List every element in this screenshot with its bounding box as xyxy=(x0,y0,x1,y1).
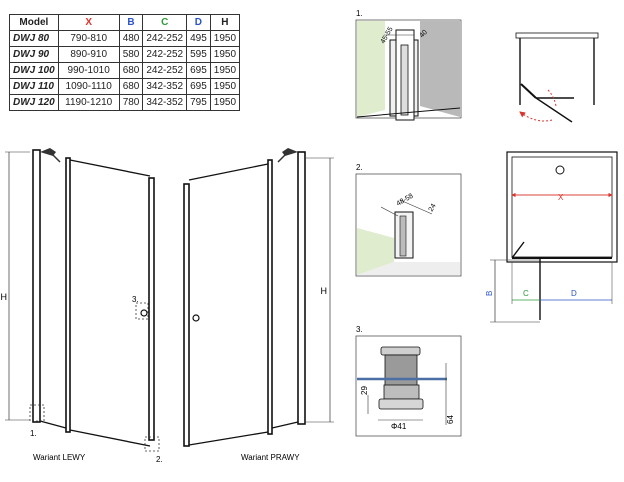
cell-b: 480 xyxy=(118,30,144,47)
cell-x: 790-810 xyxy=(57,30,120,47)
cell-h: 1950 xyxy=(209,62,241,79)
detail-3: 3. 29 Φ41 64 xyxy=(355,325,462,437)
cell-c: 342-352 xyxy=(142,78,188,95)
cell-model: DWJ 80 xyxy=(9,30,59,47)
table-row: DWJ 120 1190-1210 780 342-352 795 1950 xyxy=(9,94,241,111)
table-row: DWJ 80 790-810 480 242-252 495 1950 xyxy=(9,30,241,47)
cell-h: 1950 xyxy=(209,30,241,47)
detail-1-dim-b: 40 xyxy=(418,29,429,40)
top-view-small xyxy=(515,32,599,123)
header-b: B xyxy=(118,14,144,31)
front-view-right: H Wariant PRAWY xyxy=(183,148,334,462)
callout-box-2 xyxy=(144,436,160,452)
cell-c: 342-352 xyxy=(142,94,188,111)
detail-3-dim-v: 64 xyxy=(446,415,455,424)
header-model: Model xyxy=(9,14,59,31)
cell-h: 1950 xyxy=(209,94,241,111)
callout-box-1 xyxy=(29,404,45,422)
cell-x: 890-910 xyxy=(57,46,120,63)
cell-b: 780 xyxy=(118,94,144,111)
cell-model: DWJ 120 xyxy=(9,94,59,111)
cell-c: 242-252 xyxy=(142,30,188,47)
header-d: D xyxy=(186,14,211,31)
detail-1-number: 1. xyxy=(356,9,363,18)
cell-d: 595 xyxy=(186,46,211,63)
detail-1: 1. 45-55 40 xyxy=(355,9,462,121)
callout-box-3 xyxy=(135,302,149,320)
spec-table: Model X B C D H DWJ 80 790-810 480 242-2… xyxy=(9,14,241,111)
table-row: DWJ 90 890-910 580 242-252 595 1950 xyxy=(9,46,241,63)
plan-x-label: X xyxy=(558,193,564,202)
cell-c: 242-252 xyxy=(142,62,188,79)
detail-3-dim-d: Φ41 xyxy=(391,422,407,431)
plan-b-label: B xyxy=(485,291,494,296)
plan-view: X B C D xyxy=(485,151,618,323)
plan-d-label: D xyxy=(571,289,577,298)
cell-model: DWJ 90 xyxy=(9,46,59,63)
cell-x: 990-1010 xyxy=(57,62,120,79)
detail-3-number: 3. xyxy=(356,325,363,334)
cell-h: 1950 xyxy=(209,46,241,63)
height-label-left: H xyxy=(1,292,8,302)
height-label-right: H xyxy=(321,286,328,296)
cell-d: 695 xyxy=(186,62,211,79)
callout-label-2: 2. xyxy=(156,455,163,464)
header-h: H xyxy=(209,14,241,31)
front-view-left: H 1. 3. 2. Wariant LEWY xyxy=(1,148,163,464)
callout-label-3: 3. xyxy=(132,295,139,304)
cell-x: 1090-1110 xyxy=(57,78,120,95)
caption-right: Wariant PRAWY xyxy=(241,453,300,462)
cell-x: 1190-1210 xyxy=(57,94,120,111)
detail-2-number: 2. xyxy=(356,163,363,172)
header-c: C xyxy=(142,14,188,31)
detail-3-dim-h: 29 xyxy=(360,386,369,395)
cell-model: DWJ 100 xyxy=(9,62,59,79)
cell-b: 680 xyxy=(118,78,144,95)
cell-b: 680 xyxy=(118,62,144,79)
table-row: DWJ 110 1090-1110 680 342-352 695 1950 xyxy=(9,78,241,95)
callout-label-1: 1. xyxy=(30,429,37,438)
plan-c-label: C xyxy=(523,289,529,298)
table-header-row: Model X B C D H xyxy=(9,14,241,31)
cell-model: DWJ 110 xyxy=(9,78,59,95)
cell-d: 495 xyxy=(186,30,211,47)
table-row: DWJ 100 990-1010 680 242-252 695 1950 xyxy=(9,62,241,79)
detail-2: 2. 48-58 24 xyxy=(355,163,462,277)
detail-1-dim-a: 45-55 xyxy=(380,26,395,45)
detail-2-dim-a: 48-58 xyxy=(396,193,415,208)
caption-left: Wariant LEWY xyxy=(33,453,86,462)
header-x: X xyxy=(57,14,120,31)
cell-b: 580 xyxy=(118,46,144,63)
cell-c: 242-252 xyxy=(142,46,188,63)
cell-d: 795 xyxy=(186,94,211,111)
cell-h: 1950 xyxy=(209,78,241,95)
cell-d: 695 xyxy=(186,78,211,95)
detail-2-dim-b: 24 xyxy=(428,203,438,213)
